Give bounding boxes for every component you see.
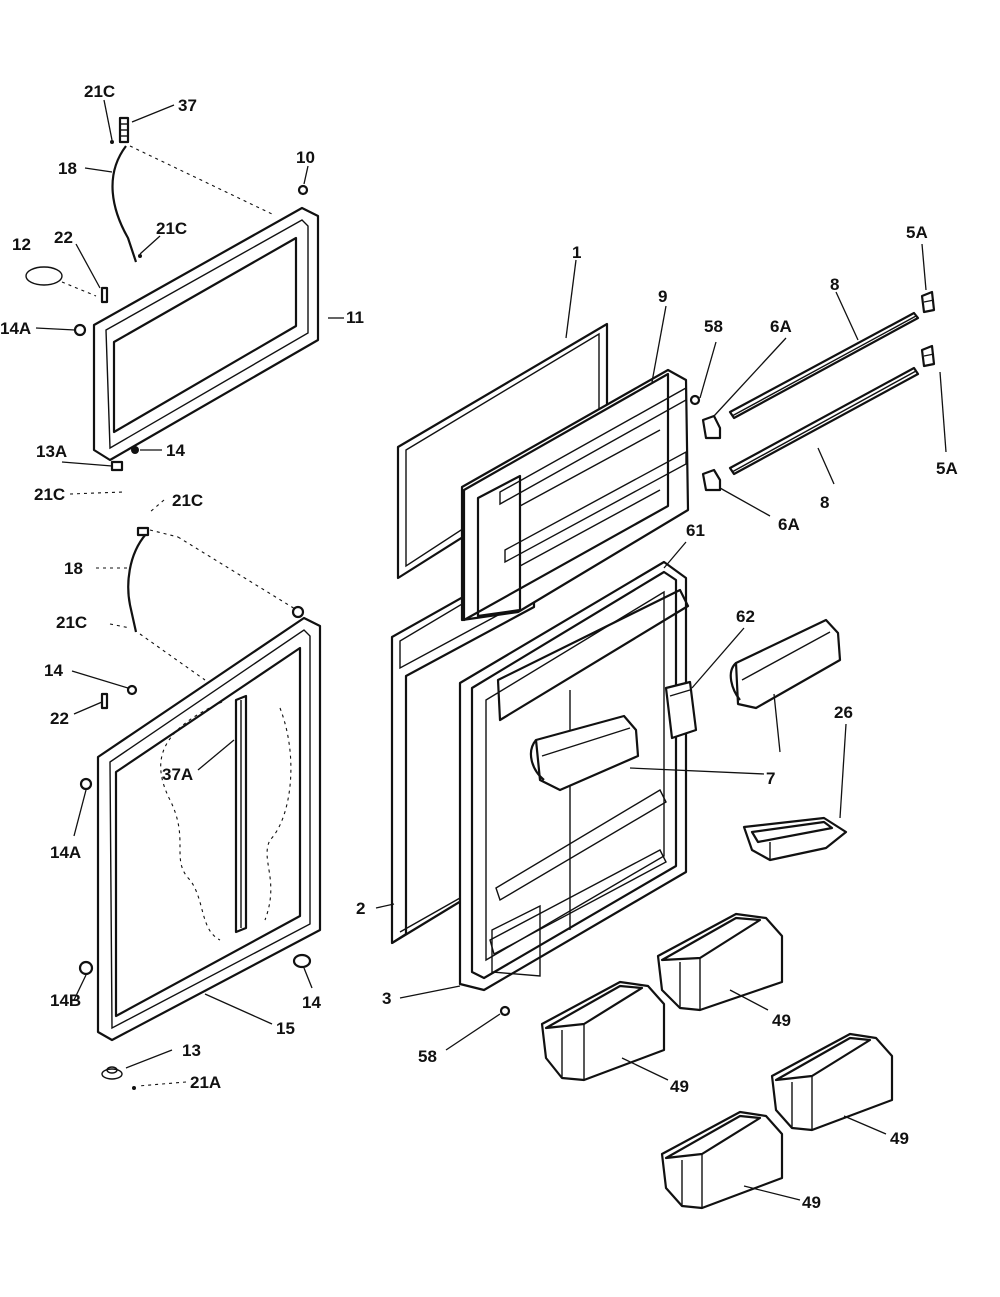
freezer-door-wire-harness: [111, 116, 138, 263]
label-49: 49: [772, 1011, 791, 1030]
door-bin-49-d: [660, 1110, 784, 1210]
label-14a: 14A: [50, 843, 81, 862]
label-21c: 21C: [56, 613, 87, 632]
fresh-food-door-wire-harness: [127, 526, 150, 633]
door-bin-49-a: [656, 912, 784, 1012]
label-14: 14: [166, 441, 185, 460]
label-3: 3: [382, 989, 391, 1008]
screw-22-low: [100, 692, 109, 710]
screw-58-bottom: [499, 1005, 511, 1017]
label-18: 18: [58, 159, 77, 178]
freezer-door-liner-9: [460, 368, 690, 622]
label-14: 14: [44, 661, 63, 680]
label-37a: 37A: [162, 765, 193, 784]
label-6a: 6A: [778, 515, 800, 534]
label-5a: 5A: [906, 223, 928, 242]
bushing-14a-top: [73, 323, 87, 337]
label-49: 49: [802, 1193, 821, 1212]
label-14a: 14A: [0, 319, 31, 338]
bushing-14b: [78, 960, 94, 976]
label-5a: 5A: [936, 459, 958, 478]
part-number-labels: 21C 37 18 10 21C 12 22 14A 11 13A 14 21C…: [0, 82, 958, 1212]
label-22: 22: [50, 709, 69, 728]
label-22: 22: [54, 228, 73, 247]
hinge-cap-13: [101, 1066, 123, 1080]
label-13a: 13A: [36, 442, 67, 461]
end-cap-5a-bottom: [920, 344, 936, 368]
door-handle-37a: [234, 694, 248, 934]
freezer-wire-guide-line: [129, 145, 273, 215]
label-15: 15: [276, 1019, 295, 1038]
label-21c: 21C: [172, 491, 203, 510]
trim-rail-8-top: [728, 311, 920, 420]
hinge-pin-10: [297, 184, 309, 196]
label-11: 11: [346, 308, 364, 327]
door-shelf-7-lower: [529, 714, 640, 792]
label-2: 2: [356, 899, 365, 918]
door-bin-49-b: [540, 980, 666, 1082]
screw-22-top: [100, 286, 109, 304]
plug-button-12: [25, 266, 63, 286]
label-61: 61: [686, 521, 705, 540]
label-13: 13: [182, 1041, 201, 1060]
door-shelf-7-upper: [729, 618, 842, 710]
handle-outline-left: [160, 701, 223, 941]
bushing-14a-low: [79, 777, 93, 791]
label-21a: 21A: [190, 1073, 221, 1092]
freezer-door-outer-panel: [92, 206, 320, 462]
label-8: 8: [820, 493, 829, 512]
label-10: 10: [296, 148, 315, 167]
bushing-14-left: [126, 684, 138, 696]
label-21c: 21C: [84, 82, 115, 101]
label-12: 12: [12, 235, 31, 254]
label-18: 18: [64, 559, 83, 578]
label-62: 62: [736, 607, 755, 626]
label-7: 7: [766, 769, 775, 788]
label-14b: 14B: [50, 991, 81, 1010]
handle-outline-right: [264, 707, 292, 921]
screw-58-top: [689, 394, 701, 406]
label-58: 58: [418, 1047, 437, 1066]
end-cap-6a-top: [701, 414, 722, 440]
bracket-62: [664, 680, 698, 740]
end-cap-6a-bottom: [701, 468, 722, 492]
label-26: 26: [834, 703, 853, 722]
label-21c: 21C: [156, 219, 187, 238]
label-8: 8: [830, 275, 839, 294]
label-49: 49: [890, 1129, 909, 1148]
bushing-14-top: [131, 446, 139, 454]
fresh-food-door-outer-panel: [96, 616, 322, 1042]
bushing-14-bottom: [292, 953, 312, 969]
label-1: 1: [572, 243, 581, 262]
end-cap-5a-top: [920, 290, 936, 314]
label-14: 14: [302, 993, 321, 1012]
label-37: 37: [178, 96, 197, 115]
label-58: 58: [704, 317, 723, 336]
hinge-pin-top-right: [291, 605, 305, 619]
door-bin-49-c: [770, 1032, 894, 1132]
label-49: 49: [670, 1077, 689, 1096]
hinge-cap-13a: [110, 460, 124, 472]
trim-rail-8-bottom: [728, 366, 920, 476]
leader-lines: [35, 99, 947, 1201]
dairy-bin-26: [742, 816, 848, 862]
label-21c: 21C: [34, 485, 65, 504]
label-6a: 6A: [770, 317, 792, 336]
label-9: 9: [658, 287, 667, 306]
